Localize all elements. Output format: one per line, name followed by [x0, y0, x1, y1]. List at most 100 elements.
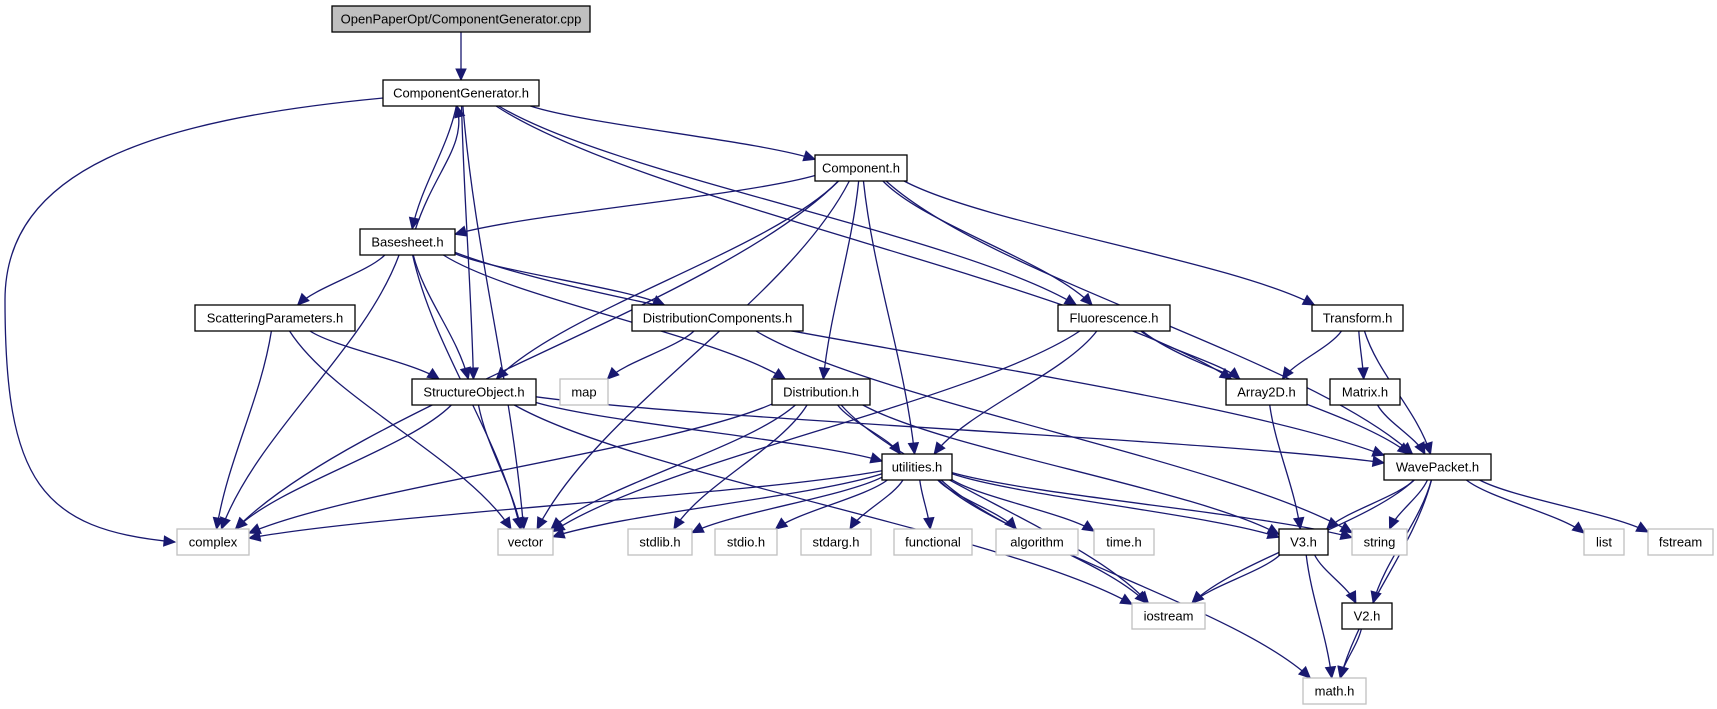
arrowhead-utilities-to-algorithm [1004, 516, 1018, 530]
arrowhead-utilities-to-string [1339, 528, 1354, 540]
node-label: stdlib.h [639, 535, 680, 550]
node-complex: complex [176, 528, 250, 556]
arrowhead-WavePacket-to-V3 [1325, 516, 1339, 530]
node-Distribution[interactable]: Distribution.h [771, 378, 871, 406]
node-box [1093, 528, 1155, 556]
node-label: Fluorescence.h [1070, 311, 1159, 326]
node-label: map [571, 385, 596, 400]
node-Transform[interactable]: Transform.h [1311, 304, 1404, 332]
node-Basesheet[interactable]: Basesheet.h [359, 228, 456, 256]
arrowhead-WavePacket-to-fstream [1635, 521, 1650, 533]
node-box [1225, 378, 1308, 406]
node-root[interactable]: OpenPaperOpt/ComponentGenerator.cpp [331, 5, 591, 33]
edge-Basesheet-to-complex [220, 254, 400, 530]
edge-Component-to-Distribution [822, 180, 860, 380]
arrowhead-Fluorescence-to-utilities [933, 441, 946, 455]
node-stdio: stdio.h [714, 528, 778, 556]
arrowhead-Basesheet-to-ComponentGenerator [454, 104, 466, 119]
edge-ComponentGenerator-to-Basesheet [411, 105, 457, 230]
node-label: string [1364, 535, 1396, 550]
arrowhead-root-to-ComponentGenerator [455, 68, 467, 82]
node-label: V2.h [1354, 609, 1381, 624]
arrowhead-StructureObject-to-complex [234, 516, 248, 530]
node-V2[interactable]: V2.h [1341, 602, 1393, 630]
arrowhead-WavePacket-to-list [1571, 521, 1585, 534]
node-label: WavePacket.h [1396, 460, 1479, 475]
node-utilities[interactable]: utilities.h [881, 453, 953, 481]
node-ComponentGenerator[interactable]: ComponentGenerator.h [382, 79, 540, 107]
node-algorithm: algorithm [995, 528, 1079, 556]
node-label: Transform.h [1323, 311, 1393, 326]
edge-StructureObject-to-vector [477, 404, 522, 530]
edge-Component-to-StructureObject [495, 180, 840, 380]
arrowhead-ComponentGenerator-to-StructureObject [467, 367, 479, 381]
edge-StructureObject-to-utilities [535, 401, 883, 462]
edge-StructureObject-to-complex [235, 404, 452, 530]
node-box [714, 528, 778, 556]
edge-Component-to-utilities [862, 180, 916, 455]
node-box [1131, 602, 1206, 630]
node-DistributionComponents[interactable]: DistributionComponents.h [631, 304, 804, 332]
node-box [1057, 304, 1171, 332]
arrowhead-Transform-to-Array2D [1281, 366, 1294, 380]
arrowhead-Basesheet-to-WavePacket [1371, 445, 1386, 457]
arrowhead-Component-to-vector [536, 516, 548, 531]
node-box [1383, 453, 1492, 481]
node-box [1311, 304, 1404, 332]
node-label: ScatteringParameters.h [207, 311, 344, 326]
arrowhead-utilities-to-functional [923, 516, 935, 531]
edge-utilities-to-V3 [951, 473, 1280, 538]
edge-ComponentGenerator-to-Component [530, 105, 816, 160]
node-label: OpenPaperOpt/ComponentGenerator.cpp [341, 12, 582, 27]
edge-Component-to-complex [235, 180, 839, 530]
arrowhead-utilities-to-complex [247, 530, 262, 542]
node-box [176, 528, 250, 556]
node-box [382, 79, 540, 107]
node-Fluorescence[interactable]: Fluorescence.h [1057, 304, 1171, 332]
node-stdarg: stdarg.h [800, 528, 872, 556]
arrowhead-V3-to-math [1324, 665, 1337, 680]
edge-ComponentGenerator-to-Fluorescence [498, 105, 1077, 306]
edge-Basesheet-to-Distribution [442, 254, 786, 380]
node-label: ComponentGenerator.h [393, 86, 529, 101]
node-fstream: fstream [1647, 528, 1714, 556]
node-label: stdio.h [727, 535, 765, 550]
node-label: fstream [1659, 535, 1702, 550]
node-WavePacket[interactable]: WavePacket.h [1383, 453, 1492, 481]
arrowhead-utilities-to-vector [551, 527, 566, 539]
node-label: functional [905, 535, 961, 550]
node-ScatteringParameters[interactable]: ScatteringParameters.h [194, 304, 356, 332]
node-Component[interactable]: Component.h [814, 154, 908, 182]
edge-ComponentGenerator-to-StructureObject [460, 105, 475, 380]
node-label: Array2D.h [1237, 385, 1296, 400]
arrowhead-ComponentGenerator-to-complex [163, 535, 177, 547]
arrowhead-ComponentGenerator-to-Fluorescence [1063, 294, 1078, 306]
arrowhead-Fluorescence-to-WavePacket [1396, 442, 1411, 455]
arrowhead-Component-to-Fluorescence [1079, 292, 1093, 306]
node-label: algorithm [1010, 535, 1063, 550]
node-StructureObject[interactable]: StructureObject.h [411, 378, 537, 406]
arrowhead-Transform-to-Matrix [1357, 367, 1369, 381]
edge-WavePacket-to-math [1339, 479, 1433, 679]
node-list: list [1583, 528, 1625, 556]
node-box [631, 304, 804, 332]
edge-DistributionComponents-to-string [755, 330, 1353, 534]
node-V3[interactable]: V3.h [1278, 528, 1329, 556]
arrowhead-ScatteringParameters-to-vector [499, 516, 512, 531]
edge-ScatteringParameters-to-vector [288, 330, 512, 530]
node-Array2D[interactable]: Array2D.h [1225, 378, 1308, 406]
edge-V3-to-math [1305, 554, 1333, 679]
node-box [814, 154, 908, 182]
edge-Basesheet-to-WavePacket [454, 251, 1385, 456]
node-time: time.h [1093, 528, 1155, 556]
node-Matrix[interactable]: Matrix.h [1329, 378, 1401, 406]
arrowhead-V2-to-math [1337, 665, 1349, 680]
node-box [893, 528, 973, 556]
arrowhead-Matrix-to-WavePacket [1414, 441, 1426, 456]
node-box [1351, 528, 1408, 556]
node-label: Component.h [822, 161, 900, 176]
edge-utilities-to-complex [248, 470, 883, 539]
node-vector: vector [497, 528, 554, 556]
arrowhead-Distribution-to-complex [247, 523, 262, 534]
edge-Basesheet-to-ScatteringParameters [297, 254, 386, 306]
